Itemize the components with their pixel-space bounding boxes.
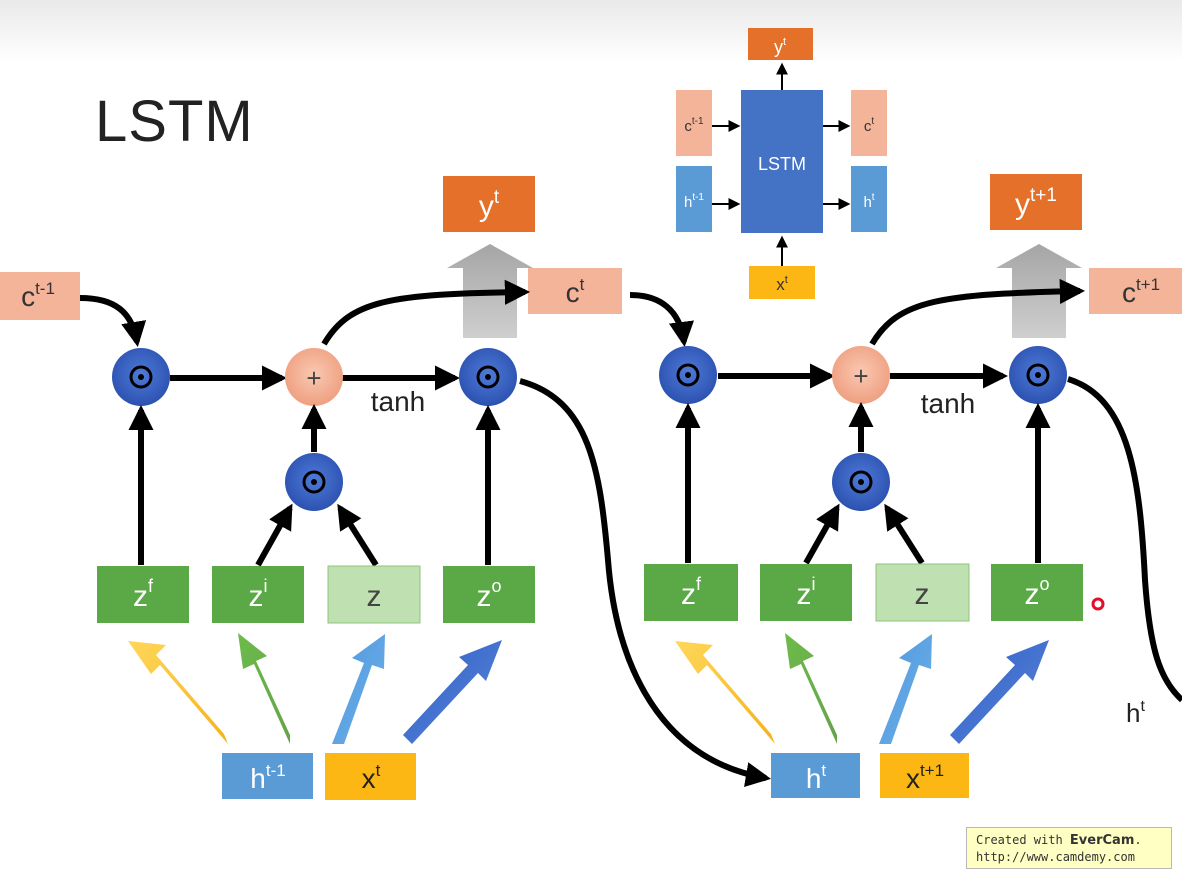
arrow-z-to-input-mult-2 <box>884 503 925 565</box>
y-label: yt <box>479 187 500 223</box>
x-box <box>325 753 416 800</box>
c-in-box <box>0 272 80 320</box>
big-arrow-green <box>238 633 290 744</box>
gate-zi-label: zi <box>249 576 268 613</box>
output-mult-icon-2 <box>1026 363 1050 387</box>
big-arrow-lightblue <box>332 634 385 744</box>
legend-x-box <box>749 266 815 299</box>
lstm-unit-1: ct-1 yt ct tanh + <box>0 176 771 800</box>
c-out-label: ct <box>566 275 585 308</box>
x-box-2 <box>880 753 969 798</box>
h-box-2 <box>771 753 860 798</box>
gate-zf-label-2: zf <box>681 574 702 611</box>
gate-zi <box>212 566 304 623</box>
arrow-c-to-forget-2 <box>629 292 694 348</box>
x-label-2: xt+1 <box>906 761 944 794</box>
legend-x-label: xt <box>776 274 788 294</box>
h-label-2: ht <box>806 761 827 794</box>
gate-zi-2 <box>760 564 852 621</box>
arrow-zi-to-input-mult <box>255 503 293 567</box>
tanh-label-2: tanh <box>921 388 976 419</box>
c-out-label-2: ct+1 <box>1122 275 1160 308</box>
legend-h-prev-box <box>676 166 712 232</box>
legend-lstm-block <box>741 90 823 233</box>
h-out-label: ht <box>1126 698 1145 728</box>
input-mult-icon <box>302 470 326 494</box>
gate-z-label-2: z <box>915 578 930 611</box>
legend-h-prev-label: ht-1 <box>684 192 704 211</box>
gate-zi-label-2: zi <box>797 574 816 611</box>
legend-c-prev-label: ct-1 <box>684 116 704 135</box>
arrow-output-out-2 <box>1067 376 1182 703</box>
plus-circle-2 <box>832 346 890 404</box>
legend-y-label: yt <box>774 36 786 57</box>
evercam-credit: Created with EverCam. http://www.camdemy… <box>966 827 1172 869</box>
y-label-2: yt+1 <box>1015 185 1057 221</box>
c-in-label: ct-1 <box>21 279 55 312</box>
plus-icon-2: + <box>853 361 868 391</box>
big-arrow-darkblue <box>403 640 502 744</box>
big-arrow-yellow <box>128 641 228 744</box>
slide-title: LSTM <box>95 89 254 154</box>
h-prev-label: ht-1 <box>250 761 285 794</box>
credit-line-2: http://www.camdemy.com <box>976 850 1135 864</box>
plus-circle <box>285 348 343 406</box>
legend-c-out-label: ct <box>864 116 875 135</box>
gate-zo <box>443 566 535 623</box>
h-prev-box <box>222 753 313 799</box>
gate-z-2 <box>875 563 970 622</box>
credit-line-1: Created with EverCam. <box>976 833 1142 848</box>
legend-c-out-box <box>851 90 887 156</box>
legend-block: yt LSTM ct-1 ht-1 ct ht xt <box>676 28 887 299</box>
gate-zf-2 <box>644 564 738 621</box>
gate-z-label: z <box>367 580 382 613</box>
arrow-zi-to-input-mult-2 <box>803 503 840 565</box>
output-mult-icon <box>476 365 500 389</box>
gate-zo-label-2: zo <box>1024 574 1049 611</box>
gate-zo-label: zo <box>476 576 501 613</box>
input-mult-icon-2 <box>849 470 873 494</box>
legend-y-box <box>748 28 813 60</box>
forget-mult-icon-2 <box>676 363 700 387</box>
top-shade <box>0 0 1182 62</box>
arrow-output-to-h-next <box>519 378 771 788</box>
big-arrow-lightblue-2 <box>879 634 932 744</box>
arrow-plus-to-c-out <box>321 279 531 346</box>
big-arrow-green-2 <box>785 633 837 744</box>
arrow-c-in-to-forget <box>79 295 147 347</box>
c-out-box-2 <box>1089 268 1182 314</box>
gate-zf <box>97 566 189 623</box>
forget-mult-icon <box>129 365 153 389</box>
arrow-plus-to-c-out-2 <box>869 278 1086 346</box>
pointer-dot-icon <box>1091 597 1105 611</box>
plus-icon: + <box>306 363 321 393</box>
lstm-unit-2: yt+1 ct+1 tanh + zf <box>629 174 1182 798</box>
y-box <box>443 176 535 232</box>
legend-h-out-box <box>851 166 887 232</box>
legend-lstm-label: LSTM <box>758 154 806 174</box>
gate-zo-2 <box>991 564 1083 621</box>
c-out-box <box>528 268 622 314</box>
tanh-label: tanh <box>371 386 426 417</box>
legend-c-prev-box <box>676 90 712 156</box>
big-arrow-darkblue-2 <box>950 640 1049 744</box>
x-label: xt <box>362 761 381 794</box>
gate-z <box>327 565 421 624</box>
gate-zf-label: zf <box>133 576 154 613</box>
y-box-2 <box>990 174 1082 230</box>
big-arrow-yellow-2 <box>675 641 775 744</box>
legend-h-out-label: ht <box>863 192 874 211</box>
arrow-z-to-input-mult <box>337 503 379 567</box>
